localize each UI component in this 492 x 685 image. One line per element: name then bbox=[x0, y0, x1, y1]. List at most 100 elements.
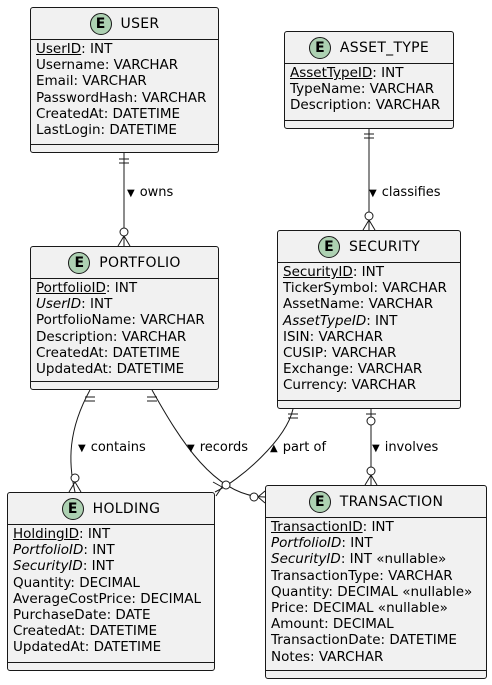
attribute-row: Quantity: DECIMAL «nullable» bbox=[271, 584, 486, 600]
entity-name: USER bbox=[120, 15, 160, 32]
primary-key-name: HoldingID bbox=[13, 526, 79, 542]
attribute-type: : VARCHAR bbox=[309, 328, 383, 345]
attribute-row: AssetName: VARCHAR bbox=[283, 296, 460, 312]
rel-classifies-line bbox=[362, 129, 376, 231]
attribute-type: : VARCHAR bbox=[131, 312, 205, 329]
entity-header: E PORTFOLIO bbox=[31, 247, 218, 279]
entity-badge-icon: E bbox=[89, 12, 112, 35]
foreign-key-name: PortfolioID bbox=[13, 542, 84, 559]
attribute-type: : INT bbox=[105, 280, 138, 296]
attribute-row: HoldingID: INT bbox=[13, 526, 214, 542]
attribute-row: SecurityID: INT bbox=[13, 558, 214, 574]
primary-key-name: SecurityID bbox=[283, 264, 353, 280]
attribute-name: Exchange bbox=[283, 361, 349, 378]
attribute-row: Exchange: VARCHAR bbox=[283, 361, 460, 377]
primary-key-name: UserID bbox=[36, 41, 82, 57]
attribute-name: Quantity bbox=[271, 583, 329, 600]
attribute-name: PasswordHash bbox=[36, 89, 134, 106]
attribute-row: AssetTypeID: INT bbox=[290, 65, 453, 81]
attribute-type: : INT bbox=[81, 296, 113, 313]
attribute-name: ISIN bbox=[283, 328, 310, 345]
attribute-name: AverageCostPrice bbox=[13, 590, 132, 607]
attribute-type: : VARCHAR bbox=[133, 89, 207, 106]
attribute-row: PortfolioID: INT bbox=[271, 535, 486, 551]
attribute-row: PortfolioName: VARCHAR bbox=[36, 312, 218, 328]
attribute-type: : VARCHAR bbox=[323, 345, 397, 362]
attribute-name: TickerSymbol bbox=[283, 280, 374, 297]
attribute-row: Username: VARCHAR bbox=[36, 57, 218, 73]
entity-name: HOLDING bbox=[92, 500, 161, 517]
attribute-row: Price: DECIMAL «nullable» bbox=[271, 600, 486, 616]
attribute-name: TransactionType bbox=[271, 567, 380, 584]
entity-header: E SECURITY bbox=[278, 231, 460, 263]
entity-badge-icon: E bbox=[61, 497, 84, 520]
attribute-name: LastLogin bbox=[36, 122, 101, 139]
attribute-type: : VARCHAR bbox=[348, 361, 423, 378]
rel-involves-line bbox=[364, 409, 378, 486]
attribute-name: Notes bbox=[271, 648, 310, 665]
rel-classifies-label: ▼classifies bbox=[369, 185, 441, 200]
attribute-row: PasswordHash: VARCHAR bbox=[36, 90, 218, 106]
attribute-type: : VARCHAR bbox=[73, 73, 147, 90]
attribute-type: : DATETIME bbox=[103, 344, 181, 361]
attribute-name: TransactionDate bbox=[271, 632, 381, 649]
attribute-name: Username bbox=[36, 57, 105, 74]
attribute-row: Notes: VARCHAR bbox=[271, 649, 486, 665]
attribute-row: CUSIP: VARCHAR bbox=[283, 345, 460, 361]
attribute-name: Price bbox=[271, 600, 304, 617]
attribute-type: : INT bbox=[78, 526, 111, 542]
attribute-type: : DECIMAL «nullable» bbox=[303, 600, 448, 617]
entity-header: E ASSET_TYPE bbox=[285, 32, 453, 64]
attribute-row: UserID: INT bbox=[36, 296, 218, 312]
attribute-name: Description bbox=[36, 328, 113, 345]
attribute-name: Amount bbox=[271, 616, 325, 633]
attribute-name: PurchaseDate bbox=[13, 607, 107, 624]
attribute-row: TransactionID: INT bbox=[271, 519, 486, 535]
entity-header: E USER bbox=[31, 8, 218, 40]
attribute-name: CUSIP bbox=[283, 345, 323, 362]
attribute-type: : VARCHAR bbox=[359, 296, 434, 313]
attribute-name: UpdatedAt bbox=[13, 639, 85, 656]
entity-badge-icon: E bbox=[68, 251, 91, 274]
attribute-type: : INT bbox=[82, 558, 114, 575]
entity-name: TRANSACTION bbox=[339, 493, 444, 510]
attribute-type: : VARCHAR bbox=[360, 81, 435, 98]
rel-contains-label: ▼contains bbox=[78, 440, 146, 455]
attribute-row: TransactionDate: DATETIME bbox=[271, 632, 486, 648]
attribute-type: : VARCHAR bbox=[373, 280, 447, 297]
foreign-key-name: SecurityID bbox=[271, 551, 341, 568]
attribute-row: Quantity: DECIMAL bbox=[13, 575, 214, 591]
attribute-row: PortfolioID: INT bbox=[36, 280, 218, 296]
attribute-type: : DECIMAL bbox=[324, 616, 394, 633]
rel-part-of-label: ▲part of bbox=[270, 440, 326, 455]
foreign-key-name: AssetTypeID bbox=[283, 312, 367, 329]
attribute-type: : INT bbox=[341, 535, 373, 552]
attribute-type: : INT bbox=[83, 542, 115, 559]
attribute-type: : DATETIME bbox=[107, 361, 185, 378]
attribute-type: : DECIMAL bbox=[70, 574, 140, 591]
entity-badge-icon: E bbox=[308, 36, 331, 59]
attribute-type: : INT bbox=[352, 264, 384, 280]
attribute-row: CreatedAt: DATETIME bbox=[36, 106, 218, 122]
entity-footer-divider bbox=[31, 144, 218, 145]
attribute-type: : VARCHAR bbox=[310, 648, 384, 665]
attribute-type: : INT bbox=[81, 41, 113, 57]
attribute-type: : DECIMAL bbox=[131, 590, 201, 607]
attribute-name: AssetName bbox=[283, 296, 360, 313]
attribute-type: : DECIMAL «nullable» bbox=[328, 583, 473, 600]
attribute-type: : INT bbox=[372, 65, 404, 81]
attribute-row: UserID: INT bbox=[36, 41, 218, 57]
rel-owns-line bbox=[117, 153, 131, 247]
